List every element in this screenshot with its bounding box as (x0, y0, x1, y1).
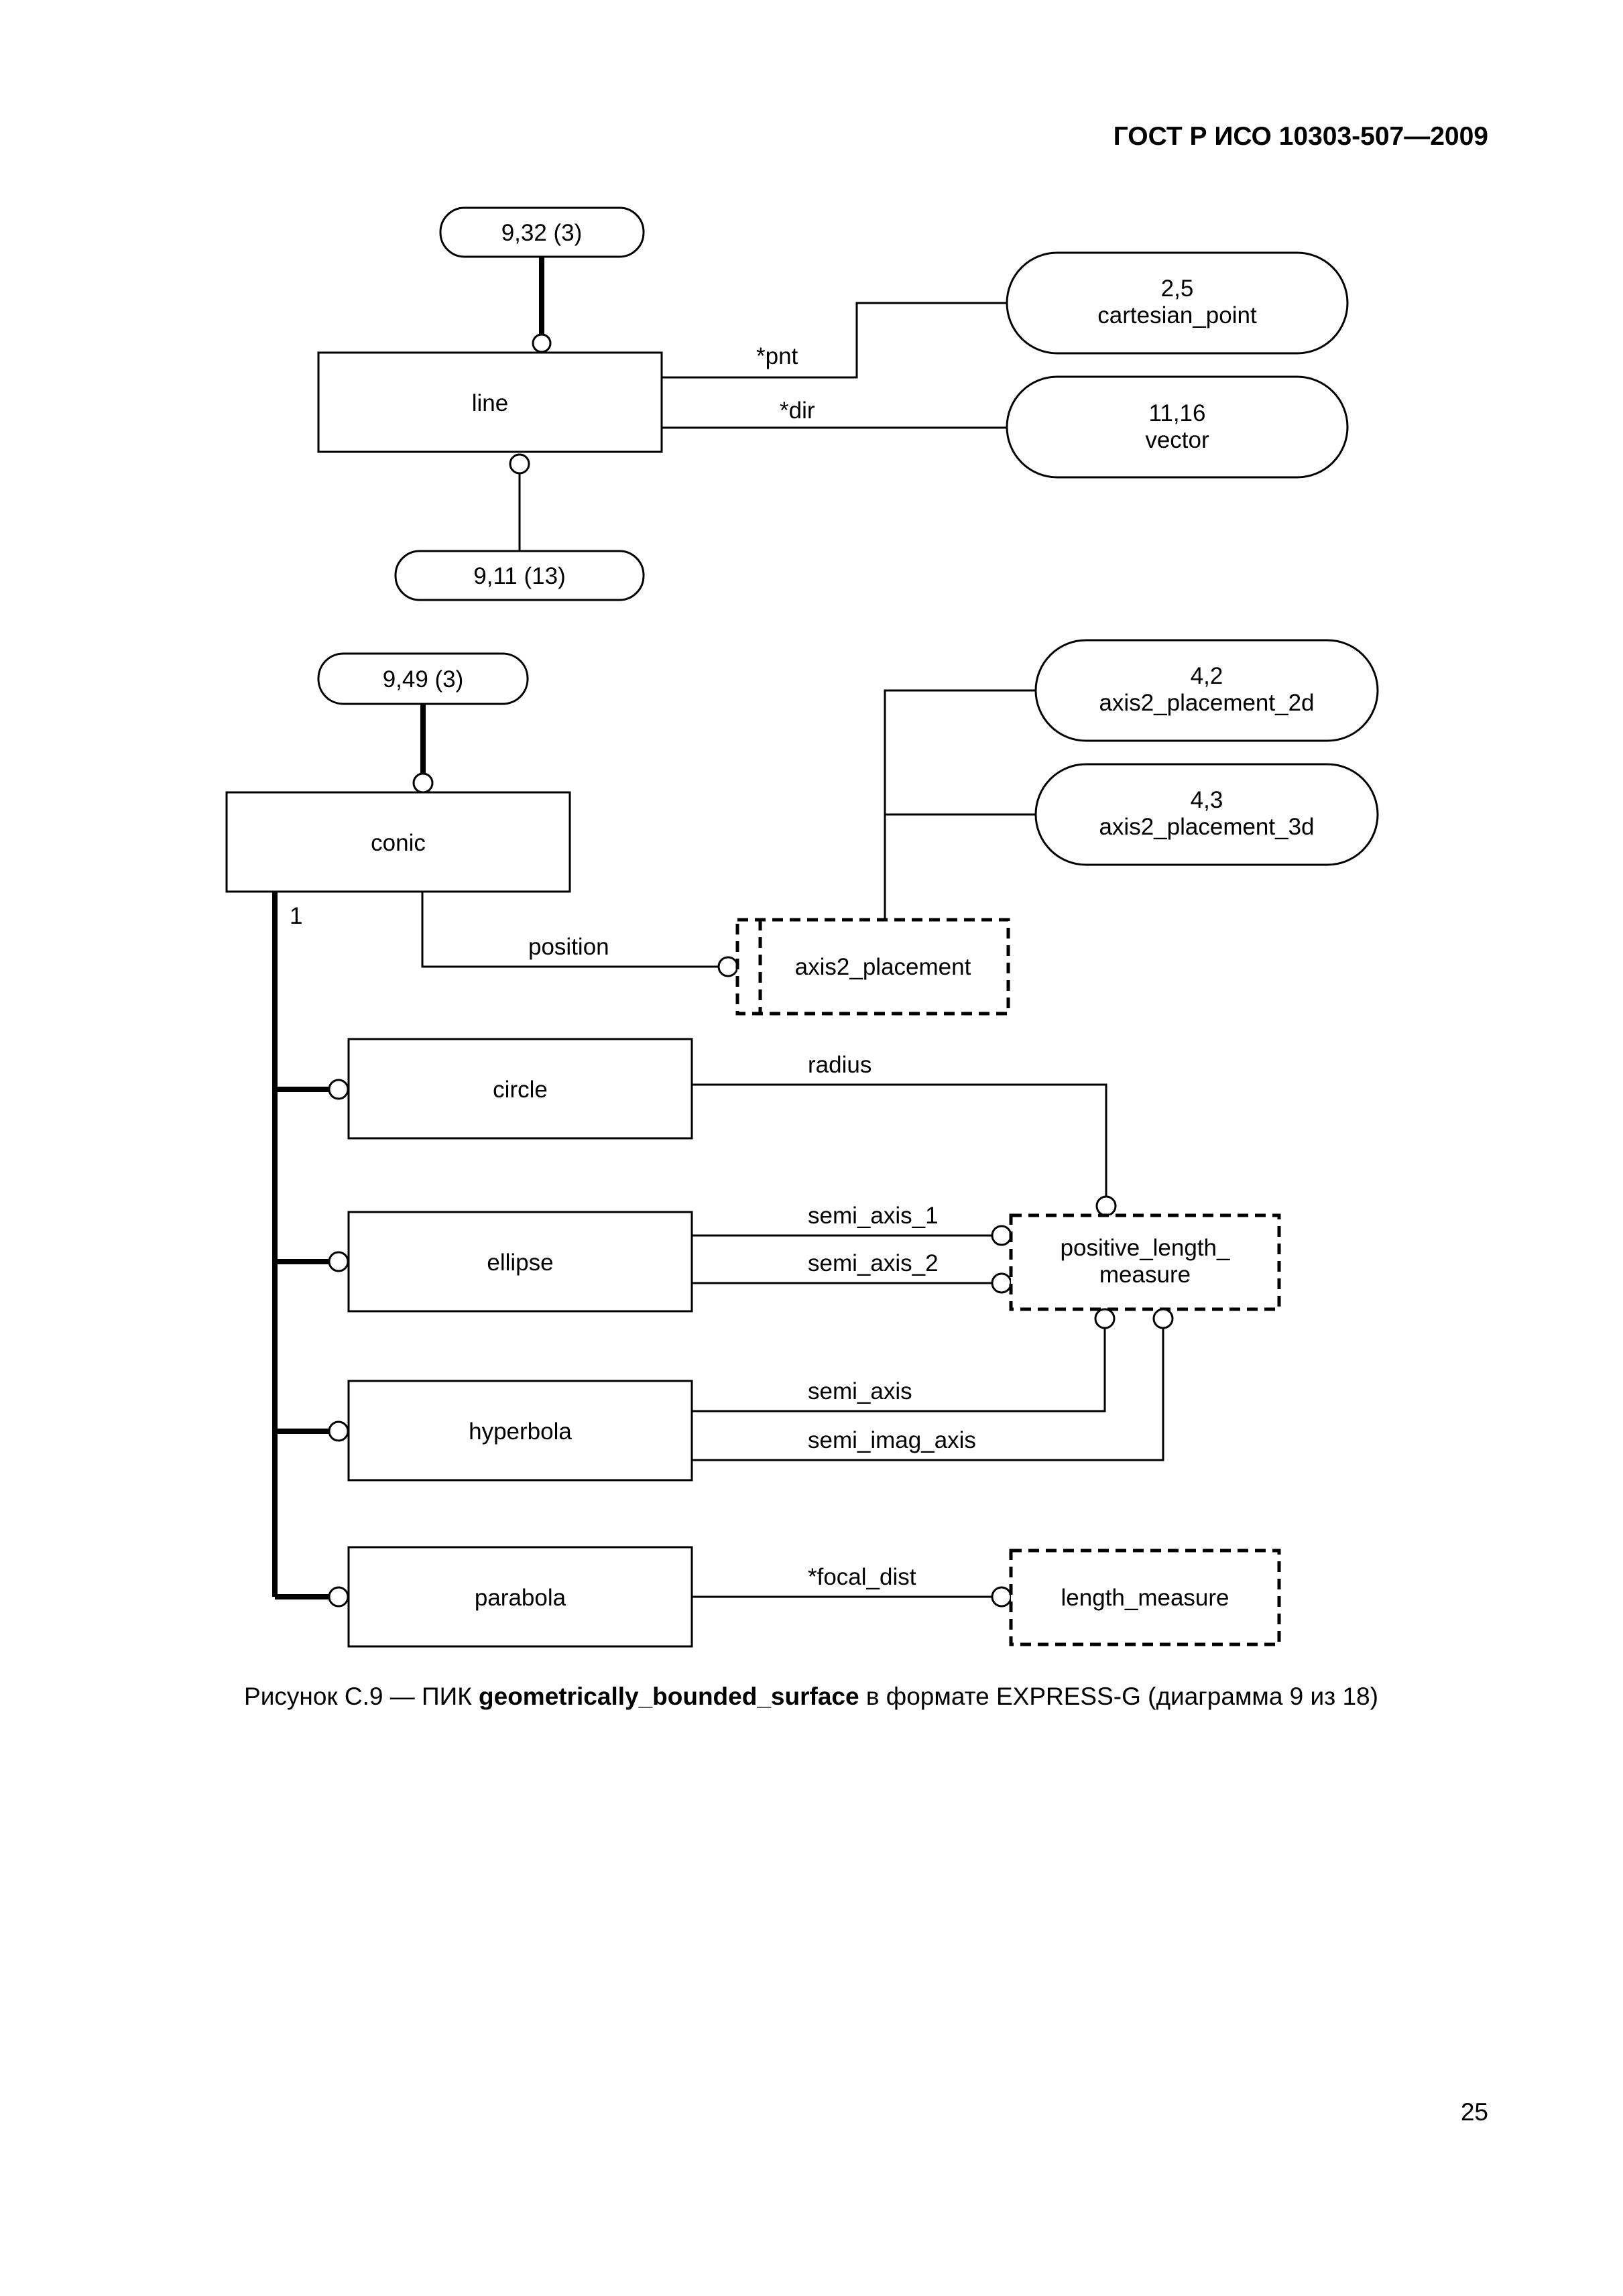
ref-cartesian-point-name: cartesian_point (1097, 302, 1257, 328)
figure-caption-prefix: Рисунок C.9 — ПИК (244, 1683, 479, 1710)
cardinality-label: 1 (290, 903, 302, 929)
attr-semi-axis-2-label: semi_axis_2 (808, 1250, 939, 1276)
attr-semi-axis-label: semi_axis (808, 1378, 912, 1404)
page-ref-conic-top-label: 9,49 (3) (383, 666, 464, 692)
attr-semi-axis-1-label: semi_axis_1 (808, 1203, 939, 1229)
attr-focal-dist-label: *focal_dist (808, 1564, 916, 1590)
ref-vector-name: vector (1145, 427, 1209, 453)
conic-group: 9,49 (3) conic 1 position axis2_placemen… (225, 639, 1379, 1648)
relation-radius (692, 1083, 1107, 1197)
radius-circle (1095, 1195, 1117, 1217)
semi-axis-circle (1094, 1308, 1116, 1329)
semi-axis-2-circle (991, 1272, 1012, 1294)
page-ref-line-top-label: 9,32 (3) (501, 220, 583, 246)
ref-vector (1006, 375, 1349, 479)
ref-axis2-placement-2d-name: axis2_placement_2d (1099, 690, 1314, 716)
ref-axis2-placement-3d-name: axis2_placement_3d (1099, 814, 1314, 840)
ref-axis2-placement-2d-num: 4,2 (1191, 663, 1223, 689)
entity-hyperbola-label: hyperbola (469, 1418, 572, 1445)
page-number: 25 (1460, 2098, 1488, 2126)
ref-cartesian-point-num: 2,5 (1161, 276, 1194, 302)
entity-parabola (347, 1546, 693, 1648)
subtype-circle-hyperbola (328, 1421, 349, 1442)
figure-caption: Рисунок C.9 — ПИК geometrically_bounded_… (134, 1683, 1488, 1711)
attr-semi-imag-axis-label: semi_imag_axis (808, 1427, 976, 1453)
entity-parabola-label: parabola (475, 1585, 566, 1611)
type-length-measure (1009, 1549, 1281, 1646)
subtype-circle-ellipse (328, 1251, 349, 1272)
entity-conic-label: conic (371, 830, 426, 856)
subtype-circle-circle (328, 1079, 349, 1100)
entity-ellipse (347, 1211, 693, 1313)
attr-pnt-label: *pnt (756, 343, 798, 369)
ref-vector-num: 11,16 (1149, 400, 1206, 426)
relation-semi-imag-axis (692, 1328, 1164, 1461)
select-axis2-placement-label: axis2_placement (795, 954, 971, 980)
entity-line-label: line (472, 390, 508, 416)
type-positive-length-measure-line2: measure (1099, 1262, 1191, 1288)
type-length-measure-label: length_measure (1061, 1585, 1229, 1611)
line-group: 9,32 (3) line *pnt 2,5 cartesian_point *… (317, 206, 1349, 601)
relation-position (421, 892, 719, 968)
subtype-circle-line (509, 453, 530, 475)
figure-caption-suffix: в формате EXPRESS-G (диаграмма 9 из 18) (859, 1683, 1378, 1710)
subtype-circle-parabola (328, 1586, 349, 1608)
supertype-circle-conic (412, 772, 434, 794)
position-circle (717, 956, 739, 977)
figure-caption-bold: geometrically_bounded_surface (479, 1683, 859, 1710)
type-positive-length-measure-line1: positive_length_ (1061, 1235, 1230, 1261)
ref-axis2-placement-3d (1034, 763, 1379, 866)
ref-cartesian-point (1006, 251, 1349, 355)
entity-circle-label: circle (493, 1077, 548, 1103)
entity-ellipse-label: ellipse (487, 1250, 553, 1276)
semi-imag-axis-circle (1152, 1308, 1174, 1329)
select-axis2-placement (735, 918, 1010, 1016)
page-ref-line-bottom (394, 550, 645, 601)
relation-pnt (662, 302, 1009, 379)
attr-position-label: position (528, 934, 609, 960)
attr-radius-label: radius (808, 1052, 871, 1078)
ref-axis2-placement-2d (1034, 639, 1379, 742)
ref-axis2-placement-3d-num: 4,3 (1191, 787, 1223, 813)
type-positive-length-measure (1009, 1213, 1281, 1311)
relation-semi-axis (692, 1328, 1106, 1412)
supertype-circle-line (532, 333, 552, 353)
entity-conic (225, 791, 571, 893)
attr-dir-label: *dir (780, 398, 815, 424)
select-branch-2d (884, 689, 1038, 920)
document-header: ГОСТ Р ИСО 10303-507—2009 (1113, 122, 1488, 151)
entity-hyperbola (347, 1380, 693, 1482)
entity-circle (347, 1038, 693, 1140)
focal-dist-circle (991, 1586, 1012, 1608)
page-ref-line-bottom-label: 9,11 (13) (473, 563, 566, 589)
semi-axis-1-circle (991, 1225, 1012, 1246)
entity-line (317, 351, 663, 453)
